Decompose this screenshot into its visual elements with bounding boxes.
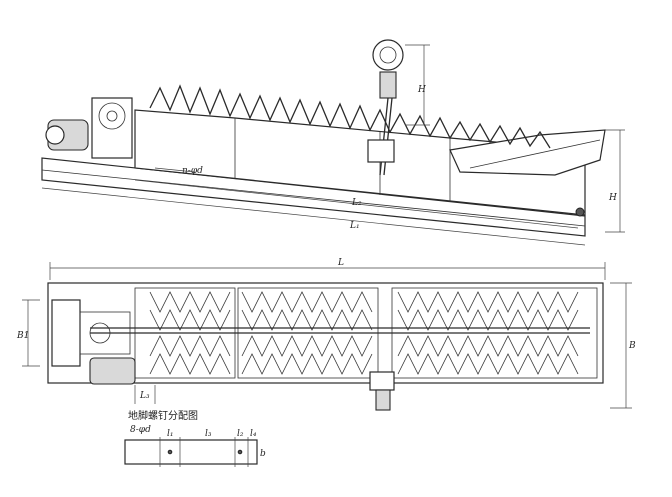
bolt-b: b xyxy=(260,449,266,459)
bolt-l3: l₃ xyxy=(205,429,212,439)
dim-b-label: B xyxy=(628,341,636,351)
spiral-blades-plan xyxy=(149,291,579,375)
dim-l1-label: L₁ xyxy=(349,221,360,231)
spiral-blades-side xyxy=(149,84,551,149)
bolt-l2: l₂ xyxy=(237,429,244,439)
dim-b1-label: B1 xyxy=(16,331,29,341)
dim-h-label-right: H xyxy=(608,193,617,203)
bolt-caption: 地脚螺钉分配图 xyxy=(128,409,198,422)
bolt-l4: l₄ xyxy=(250,429,257,439)
dim-l2-label: L₂ xyxy=(351,198,362,208)
dim-l3-label: L₃ xyxy=(139,391,150,401)
lifting-device-plan xyxy=(369,371,395,391)
lifting-mechanism xyxy=(367,39,404,176)
bolt-l1: l₁ xyxy=(167,429,174,439)
bolt-plate xyxy=(124,439,258,465)
anchor-bolt-layout: 地脚螺钉分配图 8-φd l₁ l₃ l₂ l₄ b xyxy=(124,409,266,467)
side-elevation-view: H H n-φd L₂ L₁ xyxy=(41,39,625,246)
gearbox xyxy=(91,97,133,159)
dim-nphid-label: n-φd xyxy=(182,166,203,176)
dim-l-label: L xyxy=(337,258,344,268)
bolt-spec: 8-φd xyxy=(130,425,151,435)
dim-h-label-top: H xyxy=(417,85,426,95)
drain-valve xyxy=(575,207,585,217)
drive-motor-plan xyxy=(89,357,136,385)
plan-view: L xyxy=(16,258,636,411)
gearbox-plan xyxy=(51,299,81,367)
